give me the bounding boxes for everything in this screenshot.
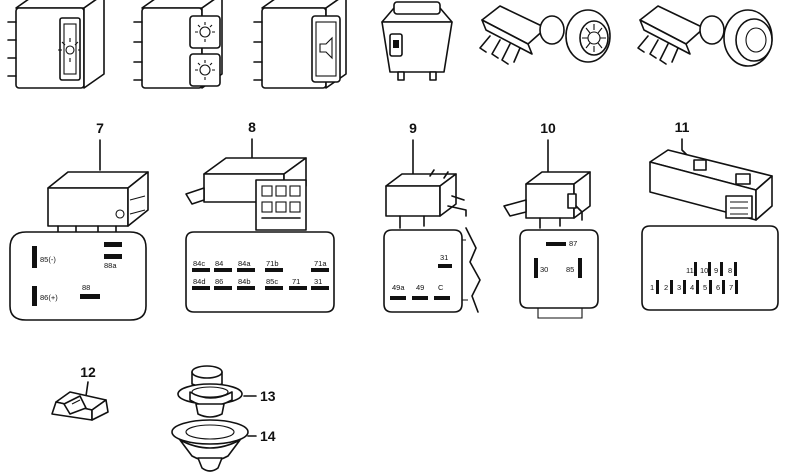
part-12-clip: 12 xyxy=(51,364,109,421)
pin-label: 9 xyxy=(714,266,718,275)
switch-rocker xyxy=(381,1,453,81)
switch-rotary-right xyxy=(637,5,773,67)
part-9-relay: 9 xyxy=(385,120,467,229)
part-9-pinout: 31 49a 49 C xyxy=(383,227,481,313)
pin-label: 30 xyxy=(540,265,548,274)
pin-label: 2 xyxy=(664,283,668,292)
part-14-boot: 14 xyxy=(171,419,276,472)
pin-label: 5 xyxy=(703,283,707,292)
pin-label: 85c xyxy=(266,277,278,286)
pin-label: 4 xyxy=(690,283,694,292)
pin-label: 1 xyxy=(650,283,654,292)
pin-label: 88 xyxy=(82,283,90,292)
part-number-label: 13 xyxy=(260,388,276,404)
switch-double-lamp xyxy=(133,0,223,89)
pin-label: 8 xyxy=(728,266,732,275)
pin-label: 71a xyxy=(314,259,327,268)
pin-label: 88a xyxy=(104,261,117,270)
pin-label: 11 xyxy=(686,266,694,275)
part-10-pinout: 87 30 85 xyxy=(519,229,599,319)
pin-label: 85(-) xyxy=(40,255,56,264)
pin-label: 84 xyxy=(215,259,223,268)
pin-label: 86 xyxy=(215,277,223,286)
pin-label: 3 xyxy=(677,283,681,292)
part-number-label: 14 xyxy=(260,428,276,444)
pin-label: 10 xyxy=(700,266,708,275)
pin-label: 31 xyxy=(440,253,448,262)
part-number-label: 11 xyxy=(675,119,690,135)
pin-label: C xyxy=(438,283,444,292)
pin-label: 31 xyxy=(314,277,322,286)
part-7-pinout: 85(-) 88a 86(+) 88 xyxy=(9,231,147,321)
pin-label: 7 xyxy=(729,283,733,292)
pin-label: 84a xyxy=(238,259,251,268)
part-number-label: 8 xyxy=(248,119,256,135)
part-11-pinout: 11 10 9 8 1 2 3 4 5 6 7 xyxy=(641,225,779,311)
pin-label: 87 xyxy=(569,239,577,248)
part-7-relay: 7 xyxy=(47,120,149,239)
pin-label: 49a xyxy=(392,283,405,292)
part-11-module: 11 xyxy=(649,119,773,221)
switch-warning-light xyxy=(7,0,105,89)
pin-label: 84d xyxy=(193,277,206,286)
part-8-relay: 8 xyxy=(185,119,307,231)
pin-label: 84b xyxy=(238,277,251,286)
part-number-label: 10 xyxy=(540,120,556,136)
part-number-label: 9 xyxy=(409,120,417,136)
pin-label: 84c xyxy=(193,259,205,268)
pin-label: 6 xyxy=(716,283,720,292)
pin-label: 49 xyxy=(416,283,424,292)
switch-rotary-left xyxy=(479,5,611,65)
switch-horn xyxy=(253,0,347,89)
pin-label: 86(+) xyxy=(40,293,58,302)
pin-label: 71b xyxy=(266,259,279,268)
part-10-relay: 10 xyxy=(503,120,591,229)
part-number-label: 12 xyxy=(80,364,96,380)
pin-label: 85 xyxy=(566,265,574,274)
part-13-grommet: 13 xyxy=(177,365,276,418)
pin-label: 71 xyxy=(292,277,300,286)
part-number-label: 7 xyxy=(96,120,104,136)
part-8-pinout: 84c 84 84a 71b 71a 84d 86 84b 85c 71 31 xyxy=(185,231,335,313)
